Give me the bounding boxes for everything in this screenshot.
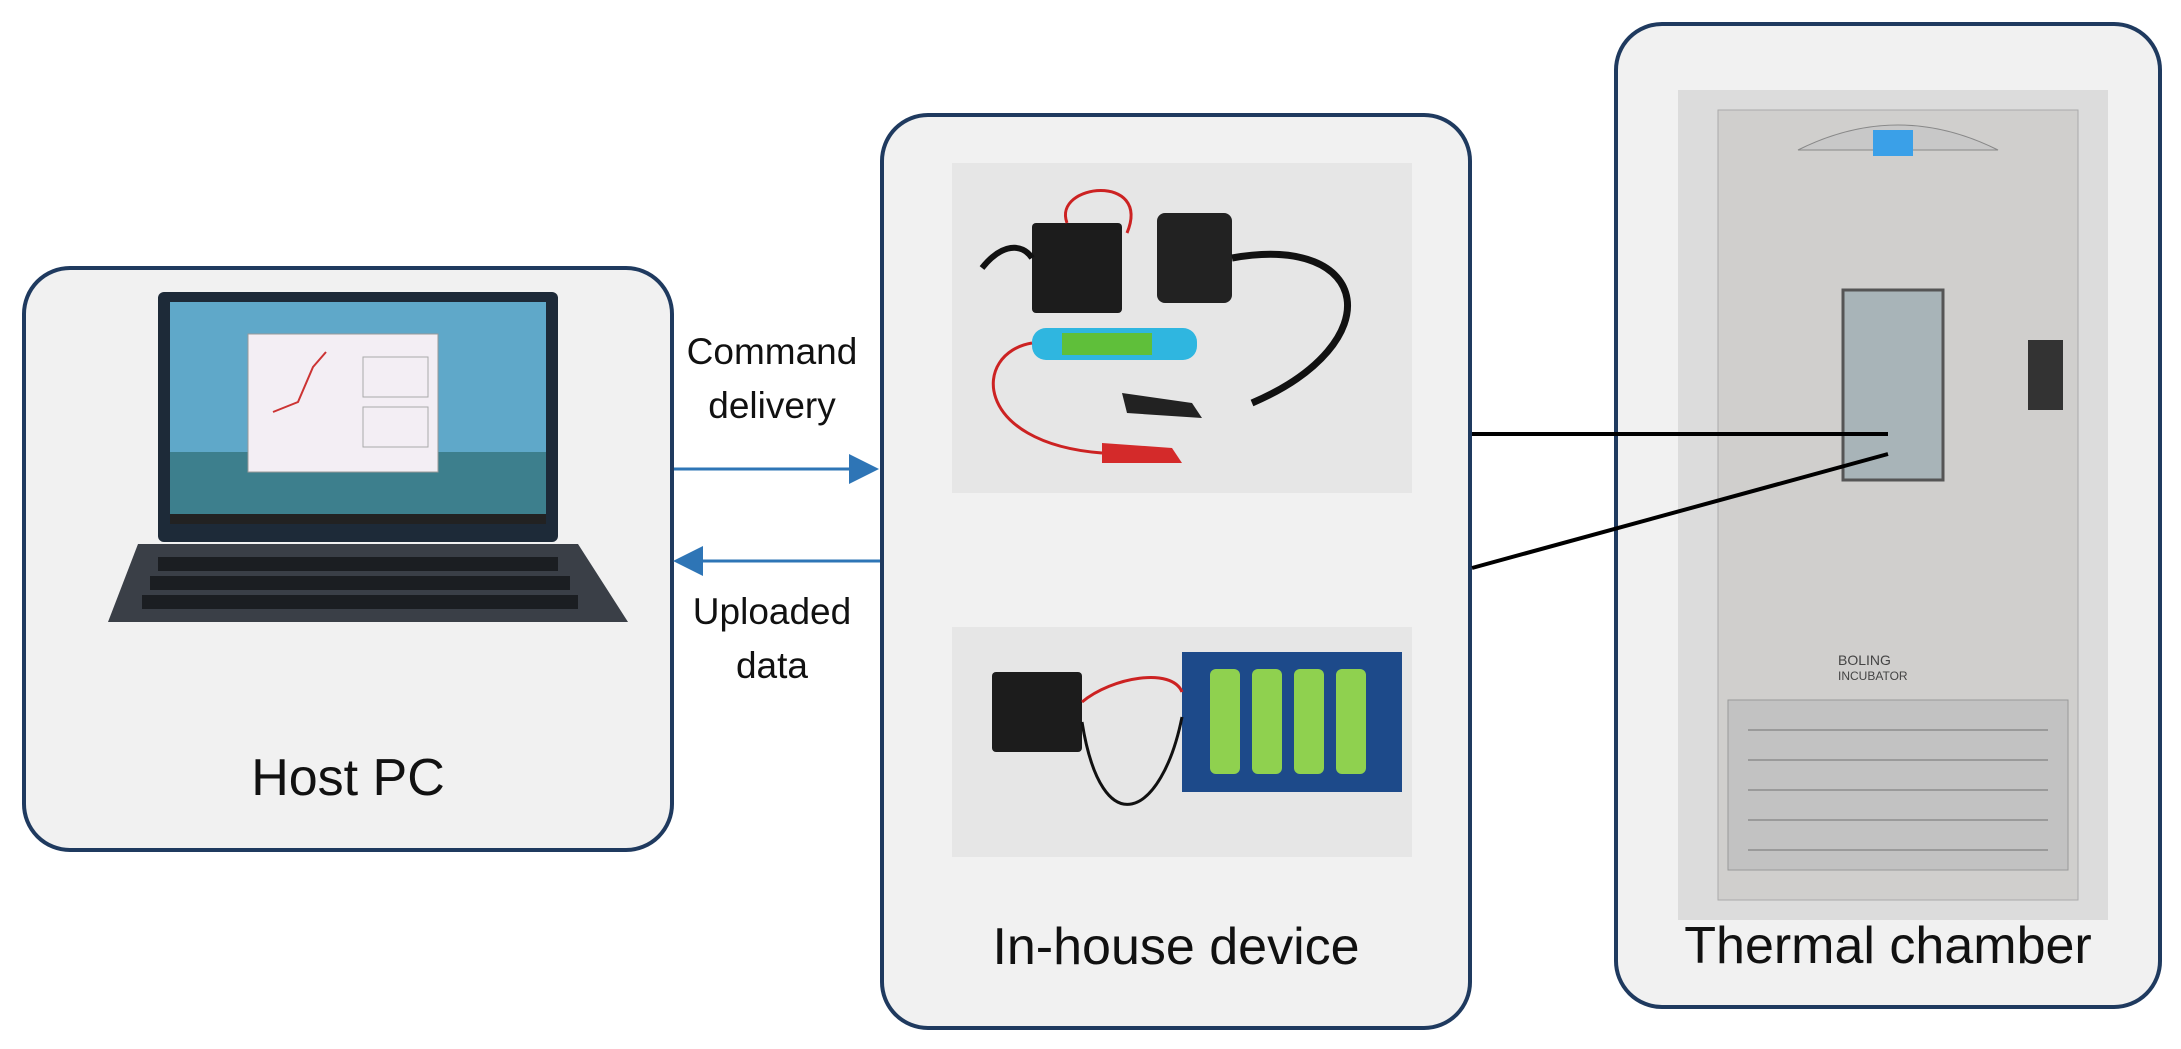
uploaded-data-label: Uploaded data	[692, 591, 852, 686]
command-delivery-label: Command delivery	[686, 331, 858, 426]
laptop-photo	[108, 292, 628, 622]
chamber-photo: BOLING INCUBATOR	[1678, 90, 2108, 920]
device-photo-bottom	[952, 627, 1412, 857]
device-photo-top	[952, 163, 1412, 493]
host-pc-label: Host PC	[251, 749, 445, 807]
thermal-chamber-panel: BOLING INCUBATOR Thermal chamber	[1614, 22, 2162, 1009]
in-house-device-panel: In-house device	[880, 113, 1472, 1030]
host-pc-panel: Host PC	[22, 266, 674, 852]
thermal-chamber-label: Thermal chamber	[1684, 917, 2092, 975]
connector-lower	[1471, 452, 1889, 570]
in-house-device-label: In-house device	[992, 918, 1360, 976]
svg-text:INCUBATOR: INCUBATOR	[1838, 669, 1908, 683]
chamber-brand-text: BOLING	[1838, 652, 1891, 668]
